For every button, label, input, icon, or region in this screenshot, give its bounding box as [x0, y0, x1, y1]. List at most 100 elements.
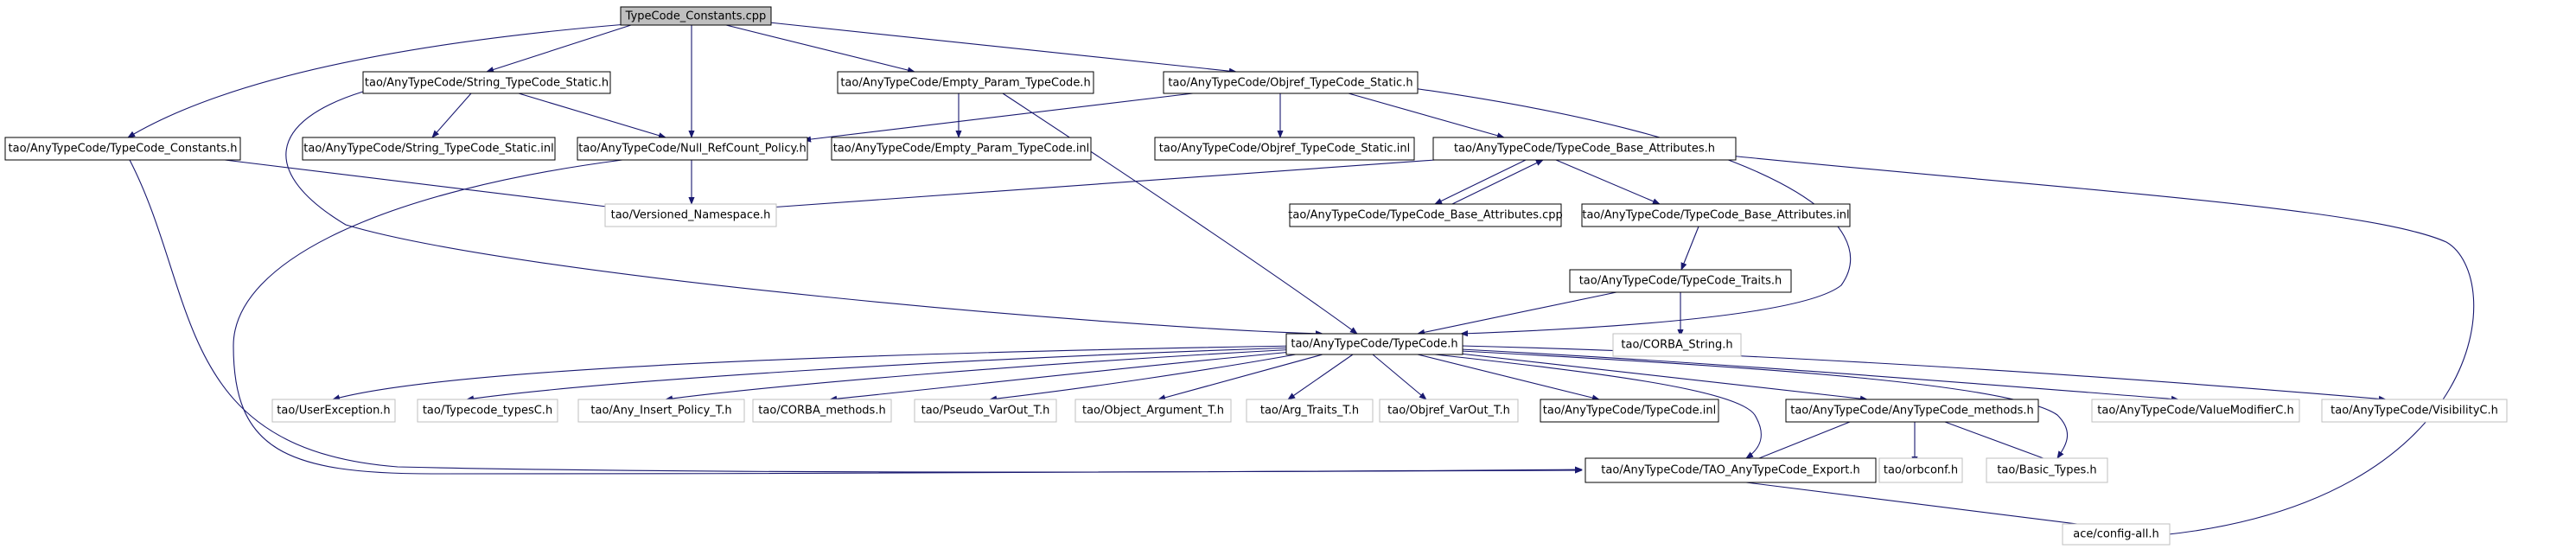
edge-root-empty-param-h	[725, 24, 915, 73]
edge-base-attr-h-cpp	[1434, 159, 1527, 205]
node-label: tao/CORBA_methods.h	[758, 405, 885, 418]
node-label: tao/AnyTypeCode/AnyTypeCode_methods.h	[1790, 405, 2034, 418]
node-label: tao/AnyTypeCode/TypeCode.inl	[1543, 405, 1716, 418]
edge-objref-h-null-refcount	[803, 93, 1194, 143]
edge-root-objref-static-h	[768, 22, 1237, 74]
edge-base-attr-inl-traits	[1680, 226, 1699, 271]
node-label: ace/config-all.h	[2073, 528, 2159, 541]
node-typecode-constants-cpp[interactable]: TypeCode_Constants.cpp	[620, 6, 772, 26]
node-typecode-h[interactable]: tao/AnyTypeCode/TypeCode.h	[1285, 333, 1463, 355]
edge-string-h-typecode-h	[285, 91, 1323, 337]
edge-typecode-visibilityc	[1460, 345, 2387, 402]
edge-string-h-null-refcount	[518, 93, 666, 139]
edge-typecode-userexception	[332, 345, 1298, 401]
node-label: tao/Object_Argument_T.h	[1082, 405, 1224, 418]
node-basic-types-h[interactable]: tao/Basic_Types.h	[1986, 457, 2108, 483]
node-userexception-h[interactable]: tao/UserException.h	[271, 399, 396, 423]
node-label: tao/AnyTypeCode/String_TypeCode_Static.i…	[303, 143, 553, 156]
node-label: tao/AnyTypeCode/Null_RefCount_Policy.h	[578, 143, 806, 156]
node-versioned-namespace-h[interactable]: tao/Versioned_Namespace.h	[604, 203, 777, 227]
node-orbconf-h[interactable]: tao/orbconf.h	[1878, 457, 1963, 483]
edge-export-config-all	[1745, 482, 2119, 532]
file-nodes: TypeCode_Constants.cpp tao/AnyTypeCode/S…	[4, 6, 2508, 546]
node-label: tao/AnyTypeCode/TypeCode_Base_Attributes…	[1454, 143, 1715, 156]
edge-typecode-pseudo-varout	[989, 352, 1306, 402]
node-string-typecode-static-inl[interactable]: tao/AnyTypeCode/String_TypeCode_Static.i…	[302, 137, 556, 161]
node-valuemodifierc-h[interactable]: tao/AnyTypeCode/ValueModifierC.h	[2091, 399, 2300, 423]
node-label: tao/UserException.h	[277, 405, 390, 418]
edge-typecode-anytypecode-methods	[1451, 352, 1868, 402]
edge-typecode-typecode-typesc	[466, 347, 1298, 402]
edge-empty-h-typecode-h	[1002, 93, 1358, 335]
node-label: tao/Objref_VarOut_T.h	[1387, 405, 1510, 418]
node-visibilityc-h[interactable]: tao/AnyTypeCode/VisibilityC.h	[2321, 399, 2508, 423]
node-label: tao/AnyTypeCode/TypeCode_Base_Attributes…	[1582, 209, 1849, 222]
node-objref-varout-t-h[interactable]: tao/Objref_VarOut_T.h	[1379, 399, 1519, 423]
node-corba-methods-h[interactable]: tao/CORBA_methods.h	[752, 399, 892, 423]
node-label: tao/AnyTypeCode/TypeCode_Constants.h	[9, 143, 238, 156]
node-label: tao/AnyTypeCode/Empty_Param_TypeCode.inl	[833, 143, 1090, 156]
node-label: tao/CORBA_String.h	[1621, 339, 1732, 352]
edge-typecode-typecode-inl	[1417, 354, 1600, 401]
node-label: tao/orbconf.h	[1884, 464, 1958, 477]
node-corba-string-h[interactable]: tao/CORBA_String.h	[1612, 333, 1742, 357]
node-label: tao/AnyTypeCode/Objref_TypeCode_Static.i…	[1159, 143, 1410, 156]
node-typecode-base-attributes-cpp[interactable]: tao/AnyTypeCode/TypeCode_Base_Attributes…	[1288, 203, 1563, 227]
edge-typecode-basic-types	[1460, 350, 2069, 459]
node-label: tao/AnyTypeCode/TypeCode_Traits.h	[1579, 275, 1782, 288]
node-label: tao/AnyTypeCode/TAO_AnyTypeCode_Export.h	[1601, 464, 1859, 477]
node-label: tao/AnyTypeCode/ValueModifierC.h	[2097, 405, 2293, 418]
node-typecode-constants-h[interactable]: tao/AnyTypeCode/TypeCode_Constants.h	[4, 137, 241, 161]
node-typecode-typesc-h[interactable]: tao/Typecode_typesC.h	[417, 399, 558, 423]
node-ace-config-all-h[interactable]: ace/config-all.h	[2062, 523, 2171, 546]
node-empty-param-typecode-h[interactable]: tao/AnyTypeCode/Empty_Param_TypeCode.h	[837, 71, 1094, 94]
node-typecode-inl[interactable]: tao/AnyTypeCode/TypeCode.inl	[1540, 399, 1719, 423]
node-objref-typecode-static-h[interactable]: tao/AnyTypeCode/Objref_TypeCode_Static.h	[1163, 71, 1419, 94]
node-label: tao/Typecode_typesC.h	[423, 405, 552, 418]
edge-base-attr-h-versioned	[768, 159, 1436, 211]
node-any-insert-policy-t-h[interactable]: tao/Any_Insert_Policy_T.h	[577, 399, 745, 423]
node-objref-typecode-static-inl[interactable]: tao/AnyTypeCode/Objref_TypeCode_Static.i…	[1154, 137, 1415, 161]
edge-constants-h-versioned	[224, 159, 615, 210]
edge-typecode-valuemodifierc	[1460, 348, 2179, 402]
node-label: tao/Arg_Traits_T.h	[1260, 405, 1359, 418]
node-label: tao/AnyTypeCode/String_TypeCode_Static.h	[365, 77, 609, 90]
node-anytypecode-methods-h[interactable]: tao/AnyTypeCode/AnyTypeCode_methods.h	[1785, 399, 2039, 423]
edge-root-typecode-constants-h	[127, 23, 628, 138]
edge-typecode-export	[1434, 354, 1762, 459]
node-label: tao/AnyTypeCode/TypeCode_Base_Attributes…	[1288, 209, 1563, 222]
edge-base-attr-h-config-all	[1728, 155, 2475, 538]
node-label: TypeCode_Constants.cpp	[625, 10, 767, 23]
edge-string-h-string-inl	[431, 93, 472, 138]
edge-base-attr-cpp-h	[1451, 159, 1544, 205]
node-label: tao/AnyTypeCode/Empty_Param_TypeCode.h	[840, 77, 1090, 90]
edge-root-string-static-h	[486, 24, 632, 73]
node-null-refcount-policy-h[interactable]: tao/AnyTypeCode/Null_RefCount_Policy.h	[577, 137, 808, 161]
node-object-argument-t-h[interactable]: tao/Object_Argument_T.h	[1074, 399, 1232, 423]
edge-traits-typecode-h	[1417, 291, 1617, 335]
node-label: tao/AnyTypeCode/Objref_TypeCode_Static.h	[1168, 77, 1412, 90]
edge-base-attr-h-inl	[1555, 159, 1661, 205]
node-label: tao/AnyTypeCode/TypeCode.h	[1291, 338, 1457, 351]
node-tao-anytypecode-export-h[interactable]: tao/AnyTypeCode/TAO_AnyTypeCode_Export.h	[1584, 457, 1877, 483]
node-label: tao/Versioned_Namespace.h	[611, 209, 771, 222]
node-label: tao/Any_Insert_Policy_T.h	[590, 405, 731, 418]
node-pseudo-varout-t-h[interactable]: tao/Pseudo_VarOut_T.h	[914, 399, 1057, 423]
edge-typecode-arg-traits	[1287, 354, 1354, 400]
edge-typecode-corba-methods	[829, 350, 1302, 402]
node-arg-traits-t-h[interactable]: tao/Arg_Traits_T.h	[1246, 399, 1374, 423]
dependency-edges	[127, 22, 2475, 538]
node-string-typecode-static-h[interactable]: tao/AnyTypeCode/String_TypeCode_Static.h	[362, 71, 611, 94]
edge-typecode-object-argument	[1157, 354, 1323, 401]
edge-methods-basic-types	[1944, 421, 2058, 464]
node-empty-param-typecode-inl[interactable]: tao/AnyTypeCode/Empty_Param_TypeCode.inl	[831, 137, 1092, 161]
node-label: tao/Pseudo_VarOut_T.h	[921, 405, 1050, 418]
edge-typecode-any-insert	[665, 348, 1298, 402]
node-typecode-base-attributes-h[interactable]: tao/AnyTypeCode/TypeCode_Base_Attributes…	[1432, 137, 1737, 161]
node-typecode-base-attributes-inl[interactable]: tao/AnyTypeCode/TypeCode_Base_Attributes…	[1581, 203, 1851, 227]
edge-methods-export	[1745, 421, 1851, 464]
node-label: tao/AnyTypeCode/VisibilityC.h	[2331, 405, 2498, 418]
node-typecode-traits-h[interactable]: tao/AnyTypeCode/TypeCode_Traits.h	[1569, 269, 1792, 293]
edge-objref-h-base-attr-h	[1348, 93, 1505, 139]
